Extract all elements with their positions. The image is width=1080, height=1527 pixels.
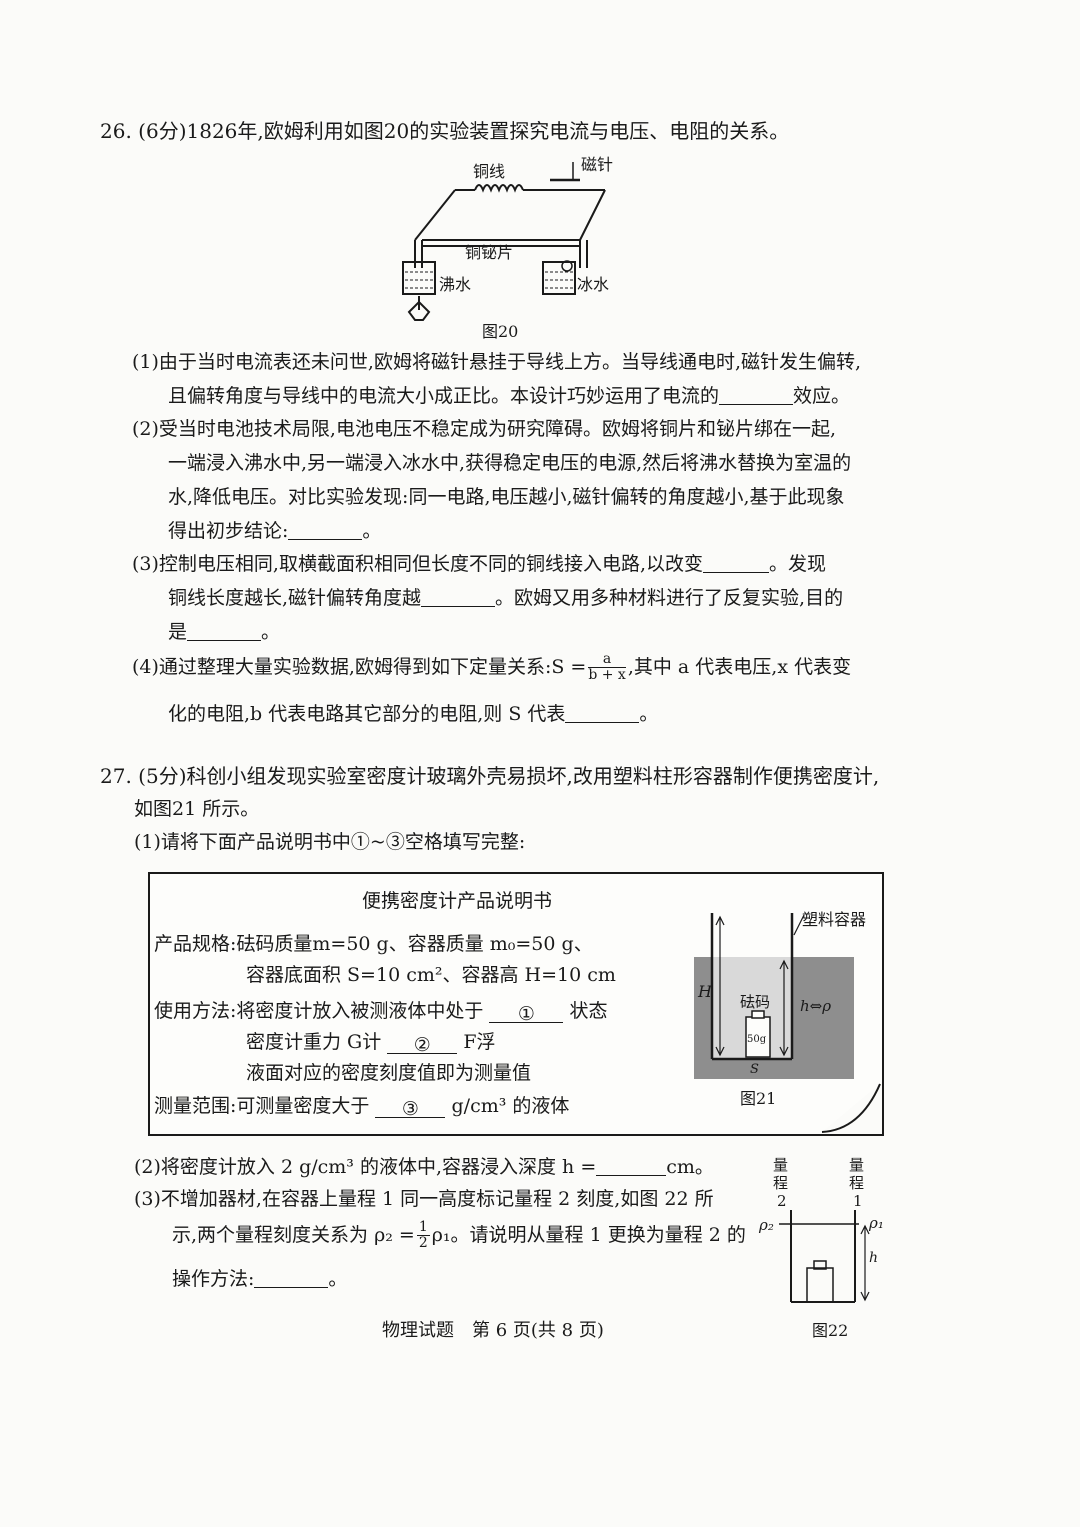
q26-p2-answer-blank[interactable] xyxy=(288,520,363,540)
manual-blank-2[interactable]: ② xyxy=(387,1034,458,1056)
q27-p3-answer-blank[interactable] xyxy=(254,1268,329,1288)
fig22-rho2-label: ρ₂ xyxy=(758,1216,774,1234)
manual-spec-line1: 产品规格:砝码质量m=50 g、容器质量 m₀=50 g、 xyxy=(154,933,593,955)
q26-p1-line2: 且偏转角度与导线中的电流大小成正比。本设计巧妙运用了电流的效应。 xyxy=(168,385,851,408)
q27-p2: (2)将密度计放入 2 g/cm³ 的液体中,容器浸入深度 h =cm。 xyxy=(134,1156,714,1179)
manual-title: 便携密度计产品说明书 xyxy=(362,890,553,912)
fig20-caption: 图20 xyxy=(482,322,519,341)
q26-p2-line1: (2)受当时电池技术局限,电池电压不稳定成为研究障碍。欧姆将铜片和铋片绑在一起, xyxy=(132,418,836,440)
fig20-boiling-label: 沸水 xyxy=(439,275,471,294)
q26-p3-line2: 铜线长度越长,磁针偏转角度越。欧姆又用多种材料进行了反复实验,目的 xyxy=(168,587,844,610)
q26-p2-line3: 水,降低电压。对比实验发现:同一电路,电压越小,磁针偏转的角度越小,基于此现象 xyxy=(168,486,845,508)
manual-blank-3[interactable]: ③ xyxy=(375,1098,446,1120)
fig20-copper-wire-label: 铜线 xyxy=(473,162,505,181)
fig22-range1-char1: 量 xyxy=(849,1156,864,1174)
fig21-H-label: H xyxy=(697,982,713,1001)
q27-header-line1: 27. (5分)科创小组发现实验室密度计玻璃外壳易损坏,改用塑料柱形容器制作便携… xyxy=(100,764,880,788)
q26-p4-answer-blank[interactable] xyxy=(565,703,640,723)
figure-21: 塑料容器 H 砝码 50g h⇔ρ S xyxy=(694,910,866,1079)
figure-22: 量 程 2 量 程 1 ρ₂ ρ₁ h xyxy=(758,1156,884,1303)
q27-header-line2: 如图21 所示。 xyxy=(134,798,260,820)
q26-p4-line2: 化的电阻,b 代表电路其它部分的电阻,则 S 代表。 xyxy=(168,703,659,726)
fig21-weight-mass: 50g xyxy=(747,1034,767,1045)
q26-header: 26. (6分)1826年,欧姆利用如图20的实验装置探究电流与电压、电阻的关系… xyxy=(100,119,790,143)
fig21-S-label: S xyxy=(750,1062,759,1077)
fig21-weight-label: 砝码 xyxy=(740,993,770,1011)
q26-p2-line4: 得出初步结论:。 xyxy=(168,520,382,543)
q27-p3-line1: (3)不增加器材,在容器上量程 1 同一高度标记量程 2 刻度,如图 22 所 xyxy=(134,1188,714,1210)
q27-p3-line3: 操作方法:。 xyxy=(172,1268,348,1291)
q27-p2-answer-blank[interactable] xyxy=(596,1156,667,1176)
manual-blank-1[interactable]: ① xyxy=(489,1003,564,1025)
manual-range-line: 测量范围:可测量密度大于 ③ g/cm³ 的液体 xyxy=(154,1095,570,1120)
q26-p3-answer-blank-1[interactable] xyxy=(703,553,769,573)
manual-spec-line2: 容器底面积 S=10 cm²、容器高 H=10 cm xyxy=(246,964,616,986)
fig21-caption: 图21 xyxy=(740,1089,777,1108)
manual-use-line1: 使用方法:将密度计放入被测液体中处于 ① 状态 xyxy=(154,1000,608,1025)
page-footer: 物理试题 第 6 页(共 8 页) xyxy=(382,1320,604,1341)
fig22-range2-char2: 程 xyxy=(773,1174,788,1192)
fig20-ice-label: 冰水 xyxy=(577,275,609,294)
q26-p1-answer-blank[interactable] xyxy=(719,385,794,405)
q26-p3-line1: (3)控制电压相同,取横截面积相同但长度不同的铜线接入电路,以改变。发现 xyxy=(132,553,827,576)
manual-use-line2: 密度计重力 G计 ② F浮 xyxy=(246,1031,496,1056)
fig22-range1-char2: 程 xyxy=(849,1174,864,1192)
q26-p3-answer-blank-2[interactable] xyxy=(421,587,496,607)
figure-20: 铜线 磁针 铜铋片 沸水 冰水 xyxy=(402,155,613,321)
fig22-h-label: h xyxy=(869,1250,878,1266)
page-curl-icon xyxy=(820,1082,882,1134)
fig22-rho1-label: ρ₁ xyxy=(868,1214,884,1232)
fig20-needle-label: 磁针 xyxy=(581,155,613,174)
fig22-caption: 图22 xyxy=(812,1321,849,1340)
q26-p1-line1: (1)由于当时电流表还未问世,欧姆将磁针悬挂于导线上方。当导线通电时,磁针发生偏… xyxy=(132,351,862,373)
q27-p1: (1)请将下面产品说明书中①~③空格填写完整: xyxy=(134,831,526,853)
q26-p3-line3: 是。 xyxy=(168,621,281,644)
fig22-range2-char1: 量 xyxy=(773,1156,788,1174)
fig20-cu-bi-label: 铜铋片 xyxy=(465,243,513,262)
q26-p2-line2: 一端浸入沸水中,另一端浸入冰水中,获得稳定电压的电源,然后将沸水替换为室温的 xyxy=(168,452,852,474)
fig21-h-rho-label: h⇔ρ xyxy=(800,997,831,1015)
manual-use-line3: 液面对应的密度刻度值即为测量值 xyxy=(246,1062,532,1084)
fig22-range2-char3: 2 xyxy=(777,1192,787,1210)
fig22-range1-char3: 1 xyxy=(853,1192,863,1210)
q26-p3-answer-blank-3[interactable] xyxy=(187,621,262,641)
fig21-container-label: 塑料容器 xyxy=(802,910,866,929)
